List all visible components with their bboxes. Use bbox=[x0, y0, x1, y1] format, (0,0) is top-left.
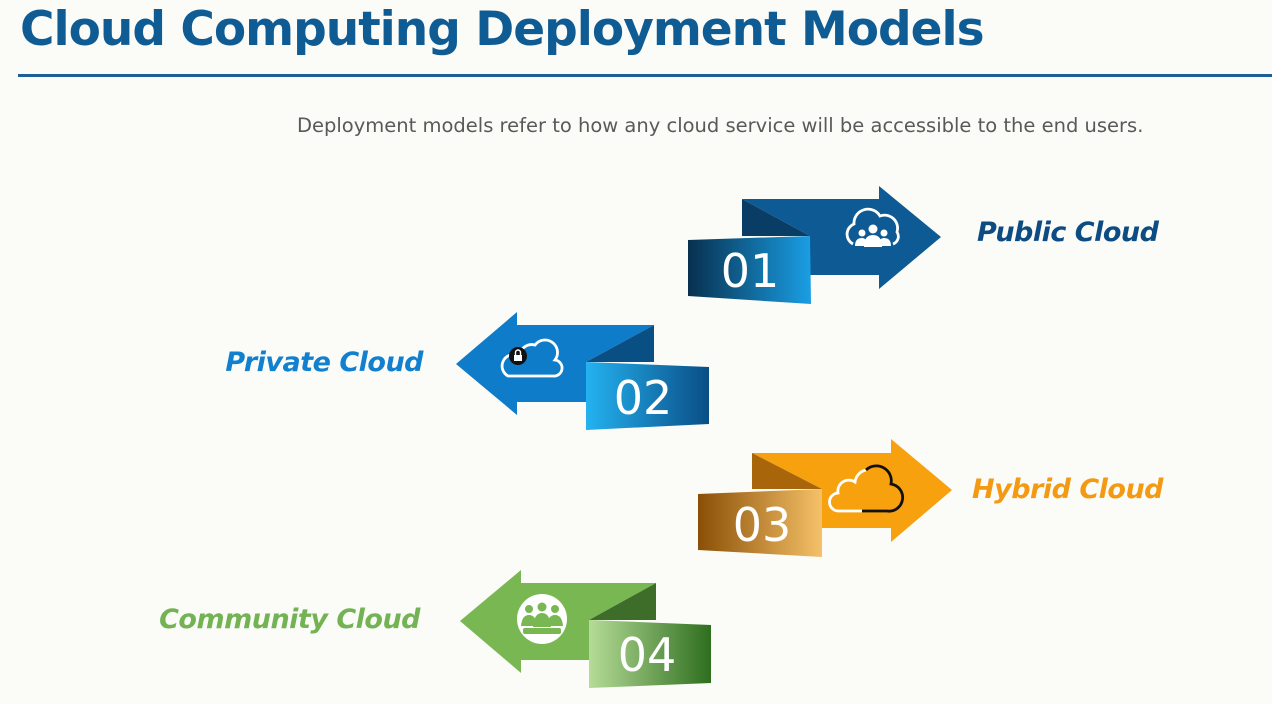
number-02: 02 bbox=[614, 371, 673, 425]
number-01: 01 bbox=[721, 244, 780, 298]
model-01-public: 01 bbox=[688, 186, 941, 304]
label-private-cloud: Private Cloud bbox=[225, 347, 423, 378]
subtitle: Deployment models refer to how any cloud… bbox=[297, 114, 1144, 137]
model-02-private: 02 bbox=[456, 312, 709, 430]
number-tab-02 bbox=[586, 362, 709, 430]
fold-shadow-04 bbox=[589, 583, 656, 620]
label-public-cloud: Public Cloud bbox=[977, 217, 1159, 248]
arrow-right-03 bbox=[752, 439, 952, 542]
cloud-users-icon bbox=[845, 207, 900, 247]
label-hybrid-cloud: Hybrid Cloud bbox=[972, 474, 1164, 505]
number-04: 04 bbox=[618, 628, 677, 682]
cloud-lock-icon bbox=[500, 338, 564, 378]
number-03: 03 bbox=[733, 498, 792, 552]
model-04-community: 04 bbox=[460, 570, 711, 688]
fold-shadow-01 bbox=[742, 199, 810, 236]
page-title: Cloud Computing Deployment Models bbox=[20, 2, 985, 57]
hybrid-cloud-icon bbox=[828, 464, 905, 513]
model-03-hybrid: 03 bbox=[698, 439, 952, 557]
title-divider bbox=[18, 74, 1272, 77]
arrow-right-01 bbox=[742, 186, 941, 289]
community-group-icon bbox=[517, 594, 567, 644]
number-tab-04 bbox=[589, 620, 711, 688]
fold-shadow-02 bbox=[586, 325, 654, 362]
number-tab-01 bbox=[688, 236, 811, 304]
arrow-left-02 bbox=[456, 312, 654, 415]
fold-shadow-03 bbox=[752, 453, 822, 489]
label-community-cloud: Community Cloud bbox=[159, 604, 420, 635]
number-tab-03 bbox=[698, 489, 822, 557]
